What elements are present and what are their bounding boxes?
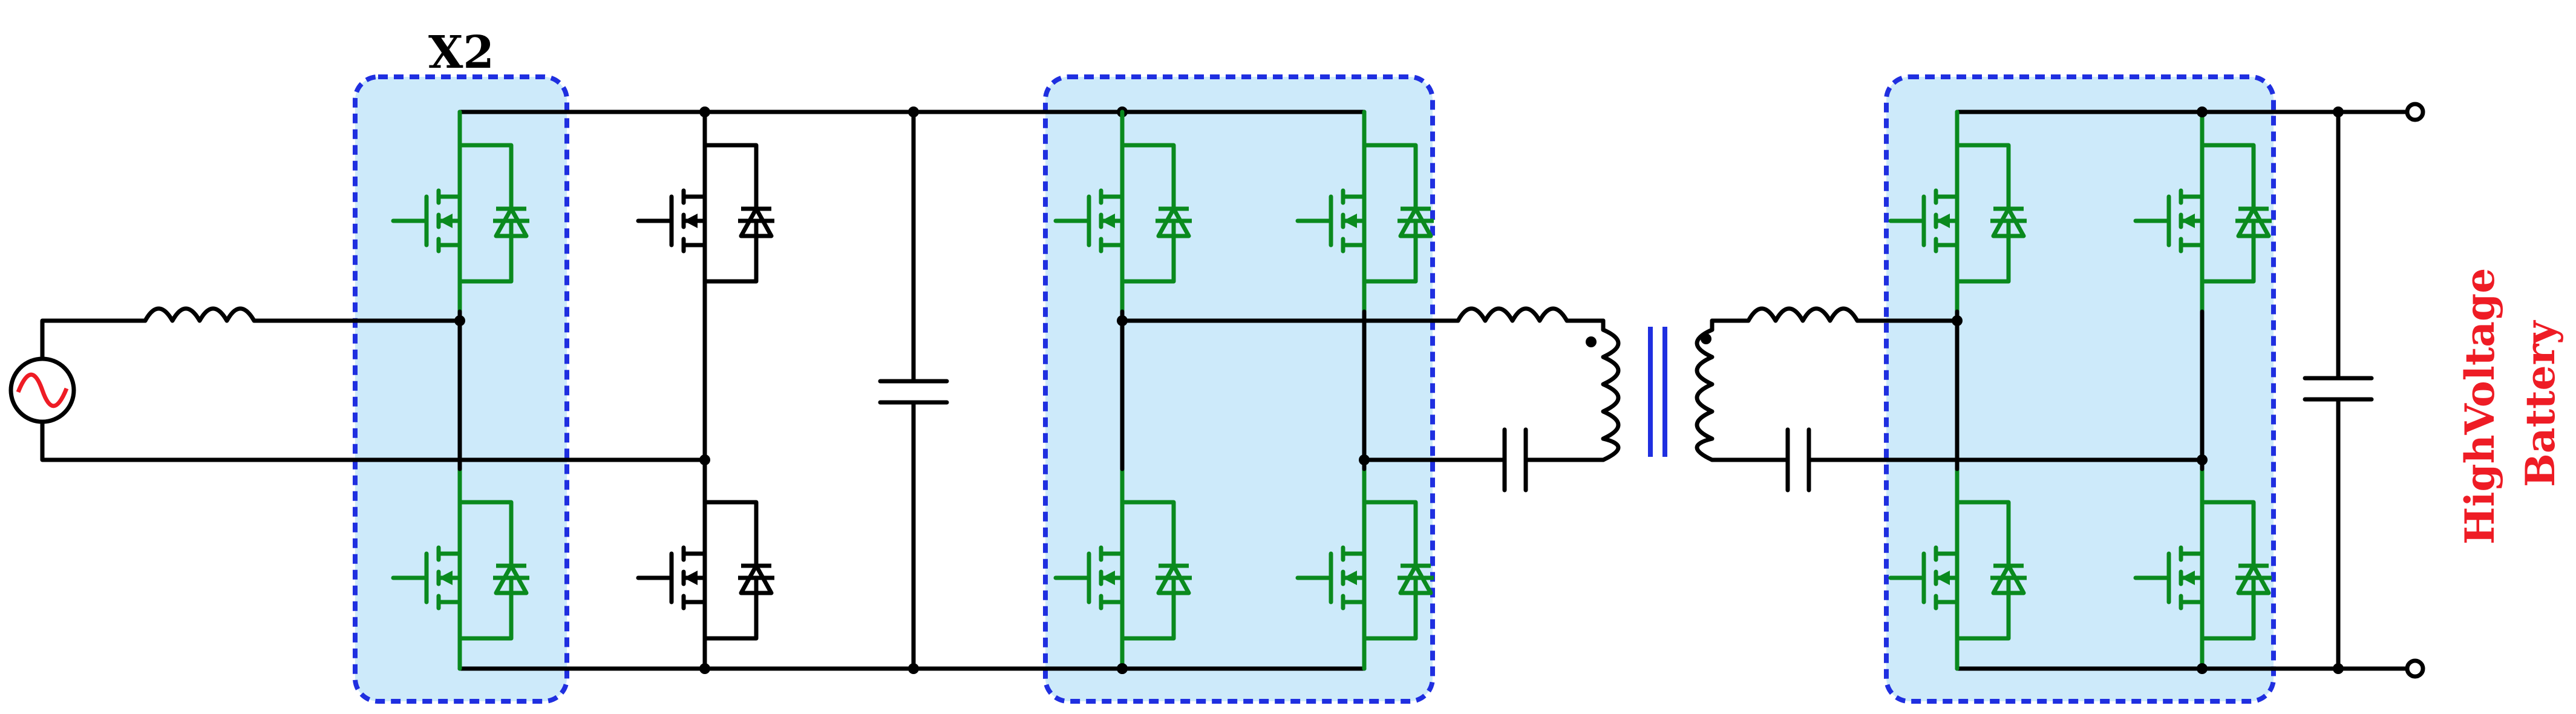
ac-source-icon [8,318,707,462]
capacitor-icon [1710,427,2205,493]
highlight-box-secondary-bridge [1884,74,2276,704]
battery-label-line2: Battery [2517,320,2564,487]
terminal-icon [2405,102,2425,679]
inductor-icon [143,306,462,323]
label-x2: X2 [428,27,494,79]
highlight-box-primary-bridge [1043,74,1435,704]
capacitor-icon [1498,427,1606,493]
battery-label-line1: HighVoltage [2456,268,2503,545]
capacitor-icon [878,110,949,671]
capacitor-icon [2303,110,2374,671]
inductor-icon [1710,306,1960,323]
transformer-icon [1586,318,1715,462]
inductor-icon [1456,306,1606,323]
